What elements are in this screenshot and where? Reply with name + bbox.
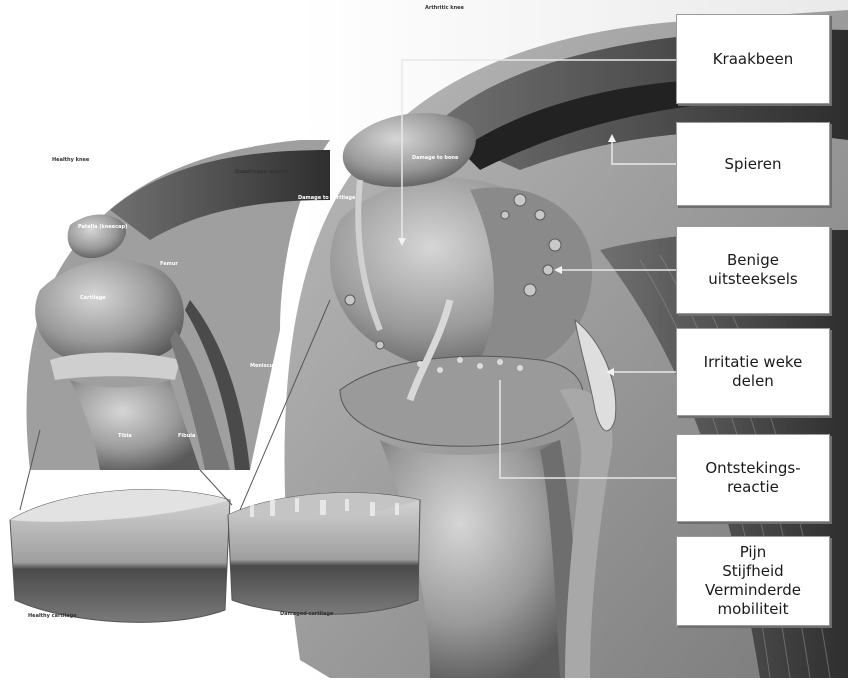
label-arthritic-knee: Arthritic knee — [425, 6, 464, 11]
callout-symptoms-line: Stijfheid — [705, 562, 801, 581]
label-patella: Patella (kneecap) — [78, 225, 127, 230]
label-healthy-cartilage: Healthy cartilage — [28, 614, 77, 619]
label-cartilage: Cartilage — [80, 296, 106, 301]
callout-cartilage-text: Kraakbeen — [713, 50, 794, 69]
callout-symptoms-line: mobiliteit — [705, 600, 801, 619]
label-meniscus: Meniscus — [250, 364, 276, 369]
callout-inflammation: Ontstekings- reactie — [676, 434, 830, 522]
callout-symptoms: Pijn Stijfheid Verminderde mobiliteit — [676, 536, 830, 626]
callout-bony-growths: Benige uitsteeksels — [676, 226, 830, 314]
callout-bony-growths-line: Benige — [708, 251, 797, 270]
callout-soft-tissue-line: delen — [704, 372, 803, 391]
label-femur: Femur — [160, 262, 178, 267]
label-damaged-cartilage: Damaged cartilage — [280, 612, 333, 617]
callout-soft-tissue-line: Irritatie weke — [704, 353, 803, 372]
callout-bony-growths-line: uitsteeksels — [708, 270, 797, 289]
callout-muscles: Spieren — [676, 122, 830, 206]
callout-inflammation-line: reactie — [705, 478, 800, 497]
label-damage-bone: Damage to bone — [412, 156, 458, 161]
callout-symptoms-line: Pijn — [705, 543, 801, 562]
callout-cartilage: Kraakbeen — [676, 14, 830, 104]
callout-inflammation-line: Ontstekings- — [705, 459, 800, 478]
callout-soft-tissue: Irritatie weke delen — [676, 328, 830, 416]
label-tibia: Tibia — [118, 434, 132, 439]
callout-symptoms-line: Verminderde — [705, 581, 801, 600]
callout-muscles-text: Spieren — [724, 155, 781, 174]
label-damage-cartilage: Damage to cartilage — [298, 196, 355, 201]
label-quadriceps: Quadriceps muscle — [235, 170, 288, 175]
label-healthy-knee: Healthy knee — [52, 158, 89, 163]
label-fibula: Fibula — [178, 434, 195, 439]
